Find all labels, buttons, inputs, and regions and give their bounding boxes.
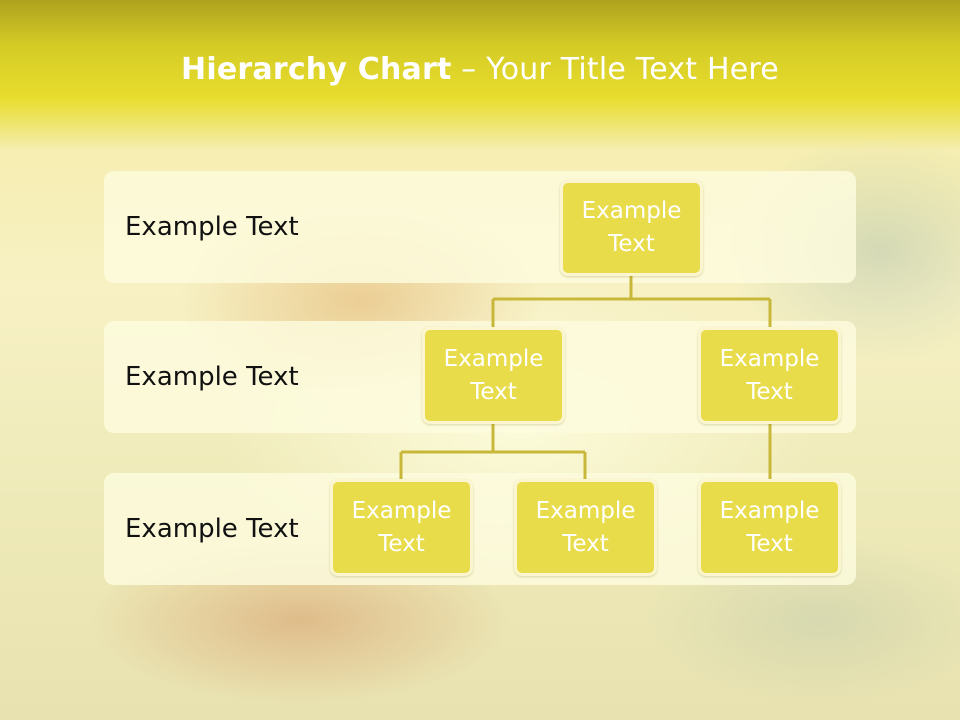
slide-title: Hierarchy Chart – Your Title Text Here [0, 52, 960, 87]
row-label-2: Example Text [125, 362, 299, 392]
title-bold: Hierarchy Chart [181, 52, 452, 87]
node-level3-b: Example Text [514, 479, 657, 576]
row-band-1 [104, 171, 856, 283]
row-label-3: Example Text [125, 514, 299, 544]
title-band [0, 0, 960, 150]
node-root: Example Text [560, 180, 703, 276]
row-label-1: Example Text [125, 212, 299, 242]
title-rest: – Your Title Text Here [451, 52, 779, 87]
node-level3-a: Example Text [330, 479, 473, 576]
node-level3-c: Example Text [698, 479, 841, 576]
node-level2-right: Example Text [698, 327, 841, 424]
node-level2-left: Example Text [422, 327, 565, 424]
